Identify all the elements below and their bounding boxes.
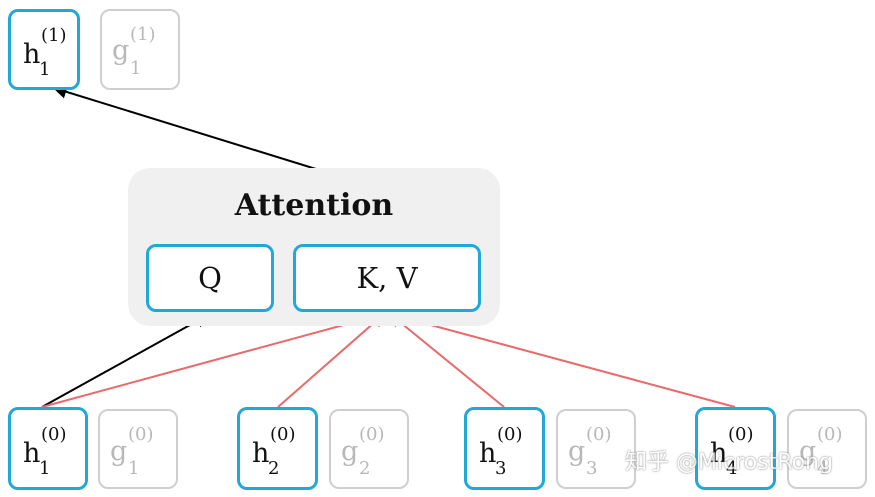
g2-layer0-superscript: (0) bbox=[359, 424, 385, 445]
h3-to-kv-arrow bbox=[388, 313, 505, 408]
h1-layer1-superscript: (1) bbox=[41, 25, 67, 46]
g1-layer0-node: g (0) 1 bbox=[98, 409, 178, 489]
attention-title: Attention bbox=[234, 188, 394, 223]
h2-layer0-superscript: (0) bbox=[270, 424, 296, 445]
g2-layer0-symbol: g bbox=[341, 436, 359, 467]
g1-layer1-node: g (1) 1 bbox=[100, 9, 180, 90]
h1-layer0-node: h (0) 1 bbox=[8, 407, 88, 490]
watermark: 知乎 @MicrostRong bbox=[625, 450, 833, 475]
h3-layer0-node: h (0) 3 bbox=[464, 407, 545, 490]
h3-layer0-subscript: 3 bbox=[495, 458, 507, 479]
h3-layer0-superscript: (0) bbox=[497, 424, 523, 445]
h1-layer1-subscript: 1 bbox=[39, 59, 51, 80]
h4-layer0-superscript: (0) bbox=[728, 424, 754, 445]
g1-layer1-subscript: 1 bbox=[130, 58, 142, 79]
h4-layer0-node: h (0) 4 bbox=[695, 407, 776, 490]
attention-to-h1-layer1-arrow bbox=[52, 85, 317, 170]
h2-layer0-node: h (0) 2 bbox=[237, 407, 318, 490]
h4-layer0-symbol: h bbox=[710, 438, 728, 469]
g2-layer0-subscript: 2 bbox=[359, 458, 371, 479]
g1-layer0-superscript: (0) bbox=[128, 424, 154, 445]
h4-layer0-subscript: 4 bbox=[726, 458, 738, 479]
g1-layer0-symbol: g bbox=[110, 436, 128, 467]
g3-layer0-superscript: (0) bbox=[586, 424, 612, 445]
key-value-box: K, V bbox=[293, 244, 481, 312]
h1-layer1-node: h (1) 1 bbox=[8, 9, 80, 90]
g4-layer0-symbol: g bbox=[799, 436, 817, 467]
g1-layer1-superscript: (1) bbox=[130, 24, 156, 45]
g4-layer0-superscript: (0) bbox=[817, 424, 843, 445]
g4-layer0-subscript: 4 bbox=[817, 458, 829, 479]
g1-layer1-symbol: g bbox=[112, 35, 130, 66]
h1-layer0-symbol: h bbox=[23, 438, 41, 469]
h4-to-kv-arrow bbox=[388, 310, 736, 408]
h2-layer0-symbol: h bbox=[252, 438, 270, 469]
query-box: Q bbox=[146, 244, 274, 312]
h1-layer1-symbol: h bbox=[23, 39, 41, 70]
g3-layer0-subscript: 3 bbox=[586, 458, 598, 479]
g4-layer0-node: g (0) 4 bbox=[787, 409, 867, 489]
g1-layer0-subscript: 1 bbox=[128, 458, 140, 479]
h1-layer0-subscript: 1 bbox=[39, 458, 51, 479]
h1-to-kv-arrow bbox=[41, 310, 386, 408]
attention-panel: Attention Q K, V bbox=[128, 168, 500, 326]
h1-layer0-superscript: (0) bbox=[41, 424, 67, 445]
g2-layer0-node: g (0) 2 bbox=[329, 409, 409, 489]
h3-layer0-symbol: h bbox=[479, 438, 497, 469]
g3-layer0-symbol: g bbox=[568, 436, 586, 467]
h2-to-kv-arrow bbox=[277, 313, 386, 408]
h1-to-query-arrow bbox=[41, 314, 210, 408]
h2-layer0-subscript: 2 bbox=[268, 458, 280, 479]
g3-layer0-node: g (0) 3 bbox=[556, 409, 636, 489]
